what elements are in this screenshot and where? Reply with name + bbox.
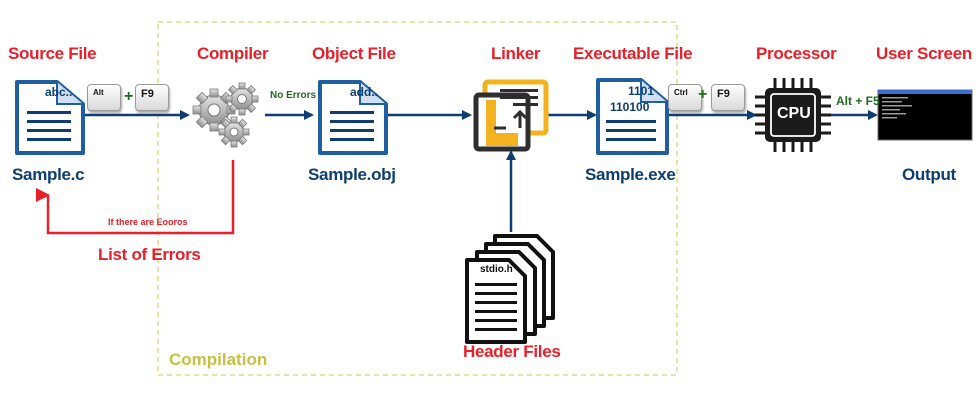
plus-sign: + [124,88,134,105]
ctrl-key: Ctrl [668,84,702,111]
executable-file-title: Executable File [573,44,693,63]
object-doc-text: add.. [350,85,379,99]
alt-f5-label: Alt + F5 [836,94,880,108]
plus-sign: + [698,86,708,103]
executable-doc-line2: 110100 [610,100,650,114]
list-of-errors-label: List of Errors [98,245,201,264]
object-document-icon [318,80,388,155]
source-filename: Sample.c [12,165,85,184]
compilation-label: Compilation [169,350,268,369]
header-files-stack-icon [465,234,555,344]
compilation-region [157,21,678,376]
no-errors-label: No Errors [270,90,317,101]
executable-filename: Sample.exe [585,165,676,184]
object-filename: Sample.obj [308,165,396,184]
output-screen-icon [877,89,973,141]
output-caption: Output [902,165,956,184]
executable-document-icon [596,78,669,155]
source-document-icon [15,80,85,155]
header-doc-text: stdio.h [480,264,513,275]
source-doc-text: abc.. [45,85,73,99]
object-file-title: Object File [312,44,396,63]
cpu-label: CPU [777,105,811,122]
arrow-errors-to-source [36,160,235,235]
linker-icon [473,79,549,152]
cpu-chip-icon [755,78,831,152]
linker-title: Linker [491,44,541,63]
gears-icon [192,82,259,148]
header-files-title: Header Files [463,342,561,361]
errors-note: If there are Eooros [108,217,188,227]
executable-doc-line1: 1101 [628,84,655,98]
f9-key: F9 [135,84,169,111]
alt-key: Alt [87,84,121,111]
f9-key: F9 [711,84,745,111]
source-file-title: Source File [8,44,97,63]
user-screen-title: User Screen [876,44,972,63]
processor-title: Processor [756,44,837,63]
compiler-title: Compiler [197,44,269,63]
